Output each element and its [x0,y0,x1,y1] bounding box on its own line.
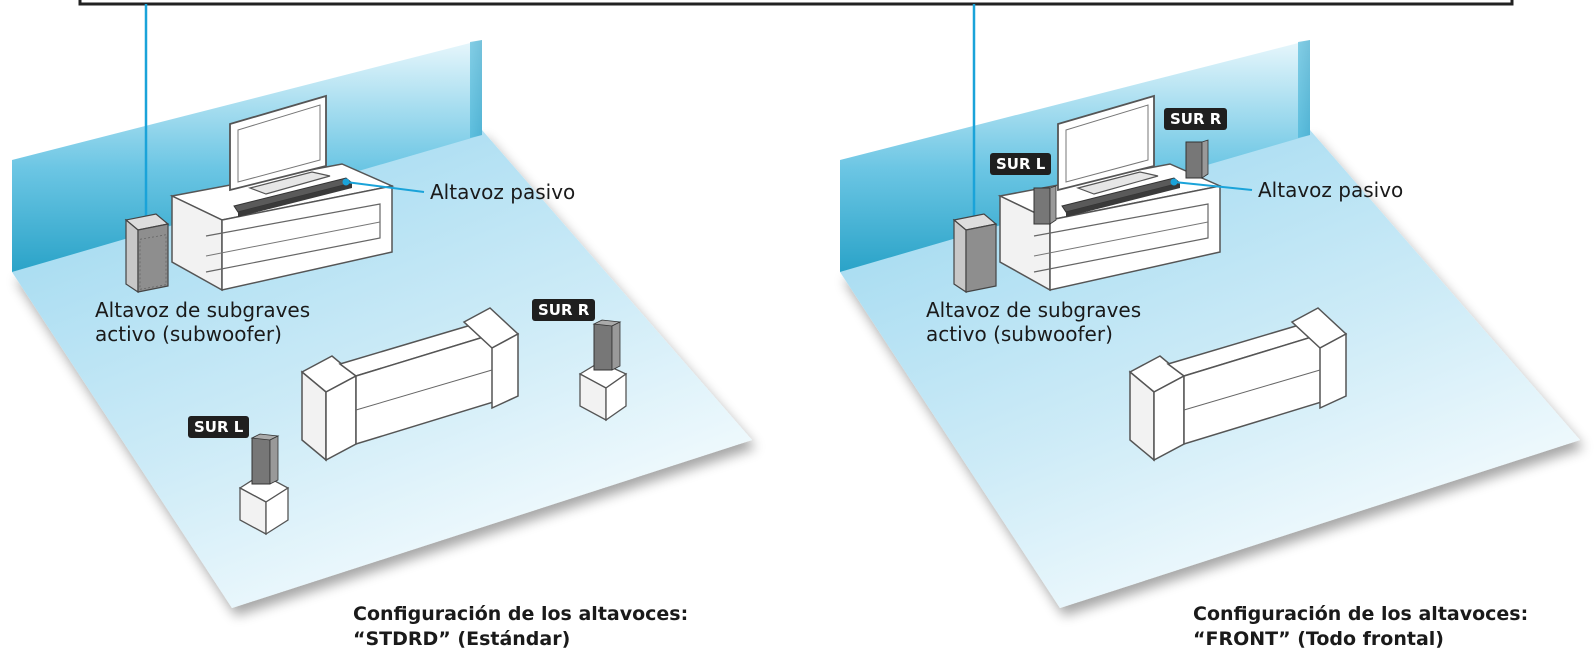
subwoofer [124,213,170,294]
panel-front [840,4,1580,608]
sofa [1128,307,1348,462]
caption-line2: “FRONT” (Todo frontal) [1193,628,1444,650]
sur-r-badge: SUR R [532,299,596,321]
tv [229,94,331,195]
subwoofer-label-line2: activo (subwoofer) [926,322,1113,346]
sur-r-speaker [1185,139,1209,179]
sur-l-badge: SUR L [990,153,1052,175]
panel-standard [12,4,752,608]
sur-l-speaker [1033,185,1057,225]
caption-line1: Configuración de los altavoces: [353,603,689,625]
caption-line1: Configuración de los altavoces: [1193,603,1529,625]
subwoofer-label-line2: activo (subwoofer) [95,322,282,346]
top-frame [78,0,1514,6]
tv [1057,94,1159,195]
passive-leader [345,181,425,193]
subwoofer [952,213,998,294]
passive-leader [1173,181,1253,191]
passive-speaker-label: Altavoz pasivo [1258,178,1404,202]
sur-l-speaker [238,433,290,536]
tv-stand [169,163,395,292]
sur-l-badge: SUR L [188,416,250,438]
sur-r-speaker [578,319,628,422]
subwoofer-label-line1: Altavoz de subgraves [95,298,311,322]
passive-speaker-label: Altavoz pasivo [430,180,576,204]
caption-line2: “STDRD” (Estándar) [353,628,571,650]
sur-r-badge: SUR R [1164,108,1228,130]
subwoofer-label-line1: Altavoz de subgraves [926,298,1142,322]
sofa [300,307,520,462]
